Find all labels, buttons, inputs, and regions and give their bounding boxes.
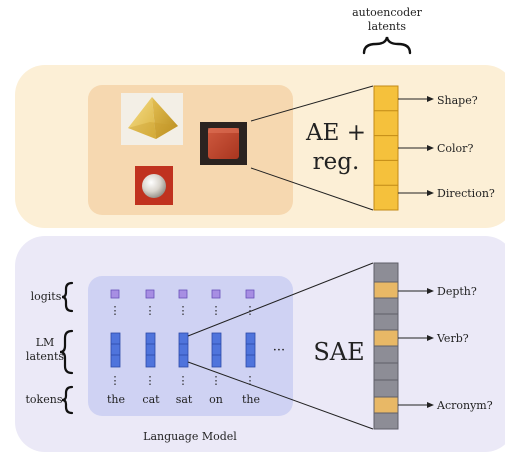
cube-to-latents-line-top [250, 85, 374, 122]
cube-image [200, 122, 247, 165]
token-word: the [242, 393, 260, 406]
sae-active-latent-acronym [373, 396, 399, 414]
depth-probe-label: Depth? [437, 285, 477, 298]
token-word: on [209, 393, 223, 406]
verb-probe-label: Verb? [436, 332, 469, 345]
autoencoder-latents-label-line1: autoencoder [352, 6, 423, 19]
image-box [88, 85, 293, 215]
lm-latent-bar [211, 332, 222, 368]
token-column-3: ⋮ ⋮ sat [176, 289, 193, 406]
lm-latent-bar [245, 332, 256, 368]
sae-active-latent-verb [373, 329, 399, 347]
vertical-dots: ⋮ [145, 374, 156, 387]
ae-latent-column [373, 85, 399, 211]
vertical-dots: ⋮ [211, 374, 222, 387]
sae-active-latent-depth [373, 281, 399, 299]
vertical-dots: ⋮ [178, 374, 189, 387]
tokens-brace [61, 385, 74, 415]
ae-method-label-line1: AE + [305, 120, 366, 146]
acronym-probe-label: Acronym? [436, 399, 493, 412]
lm-latents-brace [59, 329, 74, 375]
lm-latent-bar [178, 332, 189, 368]
cube-to-latents-line-bottom [250, 167, 374, 211]
autoencoder-latents-label-line2: latents [368, 20, 407, 33]
logit-square [178, 289, 188, 299]
latent-to-sae-line-bottom [187, 361, 374, 430]
vertical-dots: ⋮ [110, 304, 121, 317]
sae-section: logits LM latents tokens ⋮ ⋮ the ⋮ ⋮ cat [15, 236, 505, 452]
token-word: the [107, 393, 125, 406]
vertical-dots: ⋮ [245, 304, 256, 317]
logit-square [145, 289, 155, 299]
vertical-dots: ⋮ [245, 374, 256, 387]
more-tokens-ellipsis: ··· [273, 343, 285, 358]
vertical-dots: ⋮ [110, 374, 121, 387]
language-model-caption: Language Model [143, 430, 237, 443]
lm-latents-label-line1: LM [36, 336, 55, 349]
ae-method-label-line2: reg. [313, 149, 360, 175]
vertical-dots: ⋮ [178, 304, 189, 317]
token-column-2: ⋮ ⋮ cat [142, 289, 160, 406]
sae-latent-column [373, 262, 399, 430]
logit-square [245, 289, 255, 299]
vertical-dots: ⋮ [211, 304, 222, 317]
token-word: sat [176, 393, 193, 406]
logits-label: logits [31, 290, 62, 303]
logit-square [211, 289, 221, 299]
sae-method-label: SAE [313, 338, 364, 366]
vertical-dots: ⋮ [145, 304, 156, 317]
pyramid-image [121, 93, 183, 145]
logit-square [110, 289, 120, 299]
token-word: cat [142, 393, 160, 406]
lm-latents-label-line2: latents [26, 350, 65, 363]
token-column-1: ⋮ ⋮ the [107, 289, 125, 406]
latent-to-sae-line-top [187, 262, 374, 337]
token-column-4: ⋮ ⋮ on [209, 289, 223, 406]
logits-brace [61, 281, 74, 313]
direction-probe-label: Direction? [437, 187, 495, 200]
color-probe-label: Color? [437, 142, 473, 155]
token-column-5: ⋮ ⋮ the [242, 289, 260, 406]
latents-brace [362, 36, 412, 55]
autoencoder-section: AE + reg. Shape? Color? Direction? [15, 65, 505, 228]
lm-latent-bar [110, 332, 121, 368]
lm-latent-bar [145, 332, 156, 368]
tokens-label: tokens [26, 393, 63, 406]
sphere-image [135, 166, 173, 205]
shape-probe-label: Shape? [437, 94, 478, 107]
